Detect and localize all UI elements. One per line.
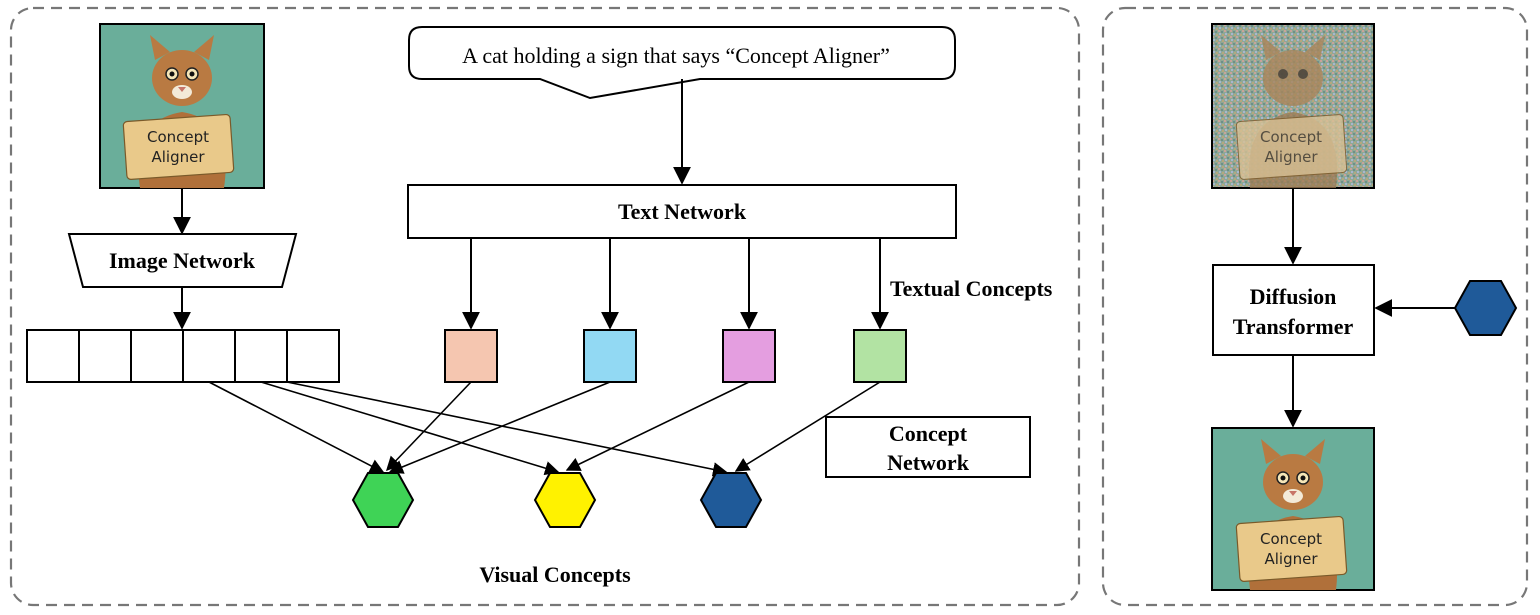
right-panel [1101, 6, 1529, 607]
sign-line-1: Concept [147, 128, 209, 146]
textual-concept-2 [583, 329, 637, 383]
connection-line [260, 381, 560, 476]
noisy-sign-line-2: Aligner [1264, 148, 1318, 166]
visual-concept-3 [699, 472, 763, 528]
text-network-label: Text Network [618, 199, 747, 224]
prompt-bubble [408, 26, 956, 100]
connection-line [734, 381, 881, 472]
output-cat-image: Concept Aligner [1211, 427, 1375, 591]
textual-concepts-label: Textual Concepts [890, 276, 1053, 301]
concept-network-box [825, 416, 1031, 478]
connection-line [286, 381, 728, 477]
conditioning-concept-hexagon [1453, 280, 1518, 336]
textual-concept-1 [444, 329, 498, 383]
image-token [78, 329, 132, 383]
connection-line [388, 381, 611, 474]
diffusion-label-line-2: Transformer [1233, 314, 1354, 339]
textual-concept-4 [853, 329, 907, 383]
connection-line [386, 381, 472, 472]
output-sign-line-2: Aligner [1264, 550, 1318, 568]
text-network-box [407, 184, 957, 239]
diffusion-label-line-1: Diffusion [1250, 284, 1337, 309]
sign-line-2: Aligner [151, 148, 205, 166]
concept-network-label-line-2: Network [887, 450, 970, 475]
image-token [26, 329, 80, 383]
image-network-box [67, 233, 298, 288]
concept-connections [208, 381, 881, 477]
output-sign-line-1: Concept [1260, 530, 1322, 548]
diffusion-transformer-box [1212, 264, 1375, 356]
connection-line [565, 381, 750, 471]
visual-concepts-label: Visual Concepts [479, 562, 631, 587]
image-token [130, 329, 184, 383]
image-token-row [26, 329, 340, 383]
image-network-label: Image Network [109, 248, 256, 273]
connection-line [208, 381, 385, 473]
left-panel [9, 6, 1081, 607]
image-token [286, 329, 340, 383]
visual-concept-2 [533, 472, 597, 528]
textual-concept-3 [722, 329, 776, 383]
input-cat-image: Concept Aligner [99, 23, 265, 189]
noisy-sign-line-1: Concept [1260, 128, 1322, 146]
prompt-text: A cat holding a sign that says “Concept … [462, 43, 890, 68]
image-token [182, 329, 236, 383]
visual-concept-1 [351, 472, 415, 528]
concept-network-label-line-1: Concept [889, 421, 968, 446]
noisy-cat-image: Concept Aligner [1211, 23, 1375, 189]
image-token [234, 329, 288, 383]
